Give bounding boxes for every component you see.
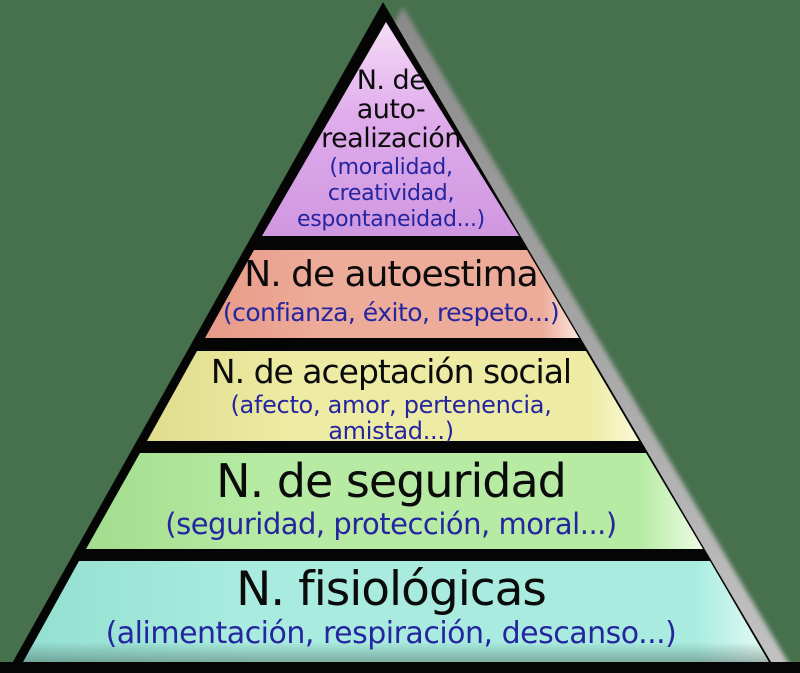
- pyramid-level-4-shape: [86, 453, 703, 549]
- bottom-border-bar: [0, 662, 800, 673]
- pyramid-base-shading: [22, 642, 770, 664]
- pyramid-level-5-shape: [22, 561, 770, 664]
- pyramid-level-2-shape: [205, 250, 579, 338]
- pyramid-level-3-shape: [147, 351, 639, 441]
- pyramid-level-1-shape: [262, 22, 519, 236]
